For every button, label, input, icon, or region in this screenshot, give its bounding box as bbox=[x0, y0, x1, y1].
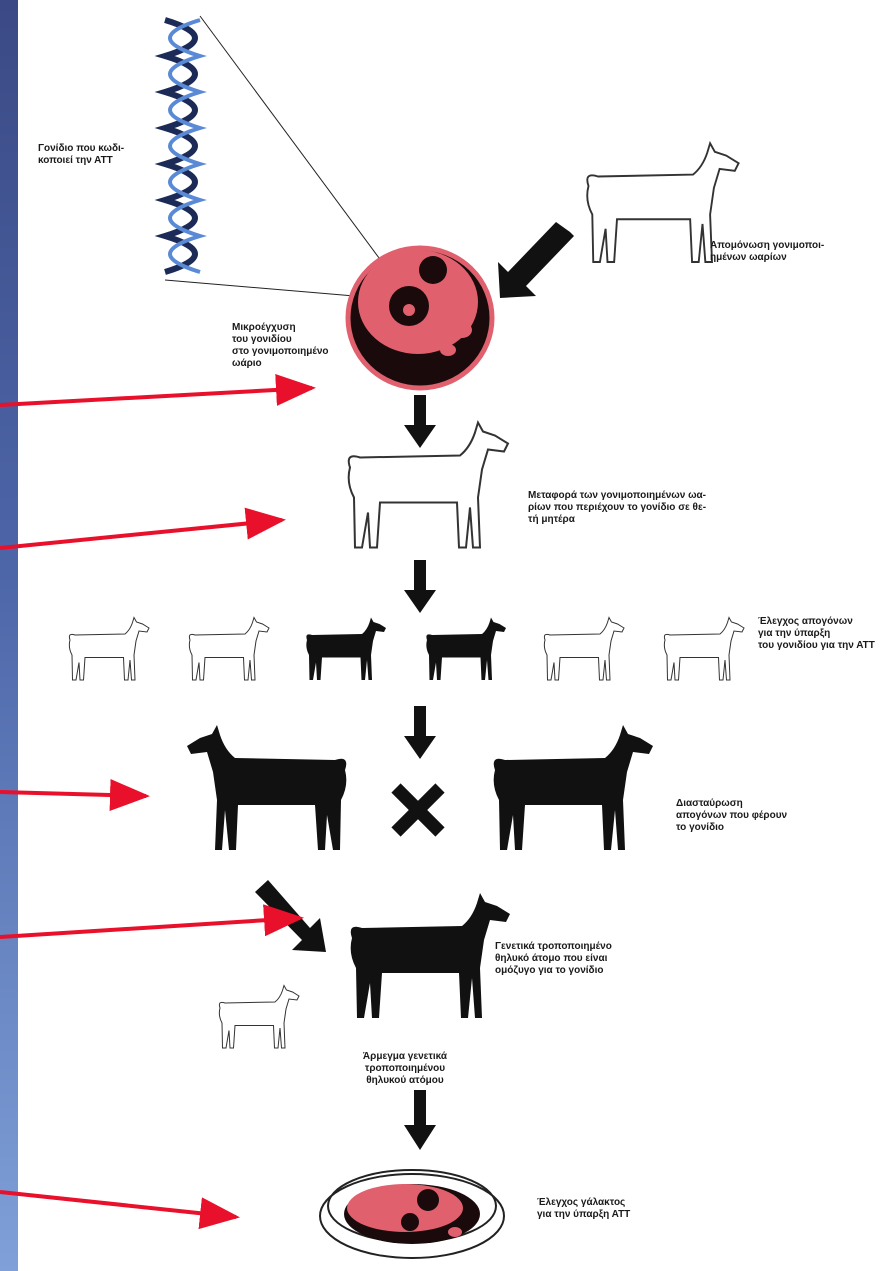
kid-goat bbox=[219, 986, 299, 1049]
offspring-goat bbox=[544, 618, 624, 681]
cross-symbol bbox=[396, 788, 440, 832]
isolation-label: Απομόνωση γονιμοποι- ημένων ωαρίων bbox=[710, 240, 824, 264]
offspring-goat bbox=[664, 618, 744, 681]
offspring-goat bbox=[306, 618, 386, 681]
pointer-arrow bbox=[0, 520, 282, 548]
petri-dish bbox=[320, 1170, 504, 1258]
offspring-check-label: Έλεγχος απογόνων για την ύπαρξη του γονι… bbox=[758, 616, 875, 652]
offspring-row bbox=[69, 618, 744, 681]
isolation-arrow bbox=[498, 222, 574, 298]
milk-check-label: Έλεγχος γάλακτος για την ύπαρξη ΑΤΤ bbox=[537, 1197, 630, 1221]
pointer-arrow bbox=[0, 918, 300, 937]
pointer-arrow bbox=[0, 792, 146, 796]
cross-parent-left-goat bbox=[187, 725, 346, 850]
pointer-arrow bbox=[0, 1192, 236, 1217]
offspring-goat bbox=[69, 618, 149, 681]
microinjection-label: Μικροέγχυση του γονιδίου στο γονιμοποιημ… bbox=[232, 322, 329, 370]
gene-label: Γονίδιο που κωδι- κοποιεί την ΑΤΤ bbox=[38, 143, 124, 167]
zoom-line-bottom bbox=[165, 280, 378, 298]
zoom-line-top bbox=[200, 16, 382, 262]
pointer-arrow bbox=[0, 388, 312, 405]
fertilized-egg bbox=[348, 248, 492, 388]
surrogate-mother-goat bbox=[349, 423, 508, 548]
transgenic-female-goat bbox=[351, 893, 510, 1018]
dna-helix bbox=[165, 20, 200, 272]
offspring-goat bbox=[189, 618, 269, 681]
cross-parent-right-goat bbox=[494, 725, 653, 850]
offspring-goat bbox=[426, 618, 506, 681]
cross-label: Διασταύρωση απογόνων που φέρουν το γονίδ… bbox=[676, 798, 787, 834]
milking-label: Άρμεγμα γενετικά τροποποιημένου θηλυκού … bbox=[330, 1051, 480, 1087]
female-label: Γενετικά τροποποιημένο θηλυκό άτομο που … bbox=[495, 941, 612, 977]
transfer-label: Μεταφορά των γονιμοποιημένων ωα- ρίων πο… bbox=[528, 490, 706, 526]
